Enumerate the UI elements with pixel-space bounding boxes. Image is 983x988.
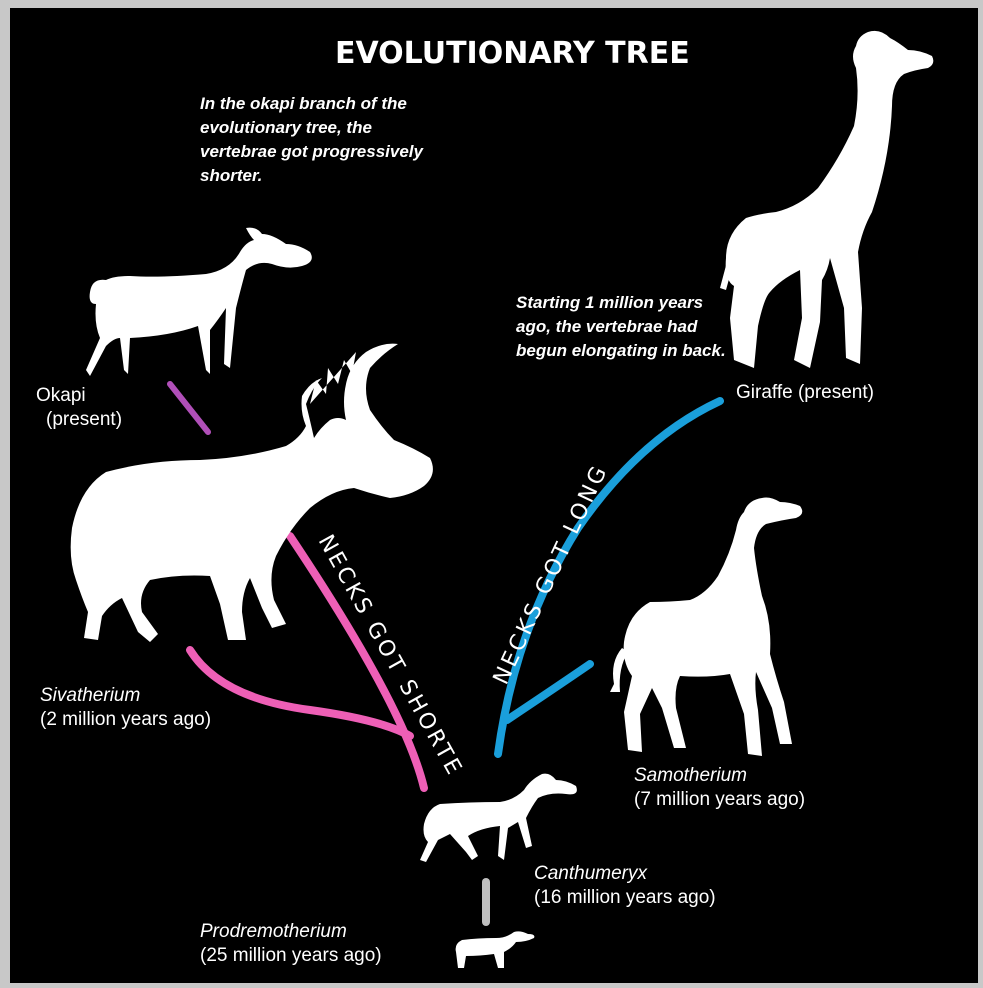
canthumeryx-silhouette (420, 774, 577, 862)
prodremotherium-label: Prodremotherium (25 million years ago) (200, 920, 382, 968)
shorter-branch-sivatherium (190, 650, 410, 736)
samotherium-age: (7 million years ago) (634, 788, 805, 812)
canthumeryx-name: Canthumeryx (534, 862, 716, 886)
sivatherium-label: Sivatherium (2 million years ago) (40, 684, 211, 732)
sivatherium-age: (2 million years ago) (40, 708, 211, 732)
giraffe-branch-note: Starting 1 million years ago, the verteb… (516, 291, 726, 363)
sivatherium-name: Sivatherium (40, 684, 211, 708)
tree-artwork: NECKS GOT SHORTER NECKS GOT LONGER (10, 8, 978, 983)
giraffe-silhouette (720, 31, 933, 368)
sivatherium-silhouette (71, 344, 433, 642)
okapi-name: Okapi (36, 384, 122, 408)
canthumeryx-age: (16 million years ago) (534, 886, 716, 910)
okapi-label: Okapi (present) (36, 384, 122, 432)
samotherium-label: Samotherium (7 million years ago) (634, 764, 805, 812)
samotherium-silhouette (610, 498, 802, 757)
samotherium-name: Samotherium (634, 764, 805, 788)
prodremotherium-silhouette (456, 931, 535, 968)
okapi-silhouette (86, 228, 312, 376)
longer-branch-samotherium (507, 664, 590, 720)
canthumeryx-label: Canthumeryx (16 million years ago) (534, 862, 716, 910)
okapi-link (170, 384, 208, 432)
okapi-age: (present) (36, 408, 122, 432)
prodremotherium-name: Prodremotherium (200, 920, 382, 944)
prodremotherium-age: (25 million years ago) (200, 944, 382, 968)
diagram-title: EVOLUTIONARY TREE (335, 36, 690, 71)
okapi-branch-note: In the okapi branch of the evolutionary … (200, 92, 430, 188)
giraffe-label: Giraffe (present) (736, 381, 874, 405)
diagram-frame: NECKS GOT SHORTER NECKS GOT LONGER (10, 8, 978, 983)
